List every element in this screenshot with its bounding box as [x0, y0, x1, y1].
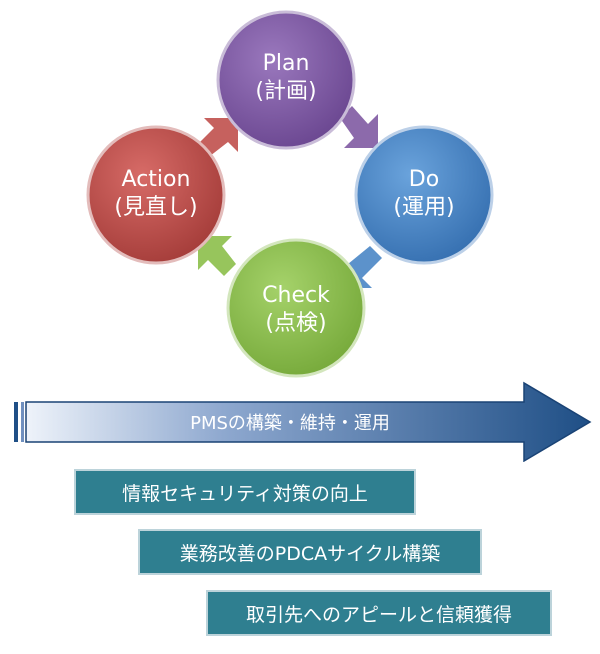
check-sublabel: (点検) — [265, 311, 326, 336]
action-label: Action — [122, 167, 191, 192]
check-label: Check — [262, 283, 330, 308]
action-sublabel: (見直し) — [114, 195, 197, 220]
pms-banner-arrow — [14, 381, 592, 462]
check-node: Check (点検) — [226, 238, 366, 378]
do-node: Do (運用) — [354, 125, 494, 265]
benefit-security: 情報セキュリティ対策の向上 — [74, 469, 416, 515]
action-node: Action (見直し) — [86, 125, 226, 265]
banner-label: PMSの構築・維持・運用 — [190, 413, 390, 434]
arrow-plan-to-do — [340, 106, 378, 148]
plan-node: Plan (計画) — [216, 10, 356, 150]
plan-sublabel: (計画) — [255, 79, 316, 104]
do-label: Do — [409, 167, 439, 192]
arrow-action-to-plan — [198, 118, 238, 156]
do-sublabel: (運用) — [393, 195, 454, 220]
plan-label: Plan — [263, 51, 310, 76]
arrow-check-to-action — [198, 236, 236, 276]
benefit-trust: 取引先へのアピールと信頼獲得 — [206, 590, 552, 636]
benefit-pdca-cycle: 業務改善のPDCAサイクル構築 — [138, 529, 482, 575]
pdca-cycle-diagram: Plan (計画) Do (運用) Check (点検) Action (見直し… — [86, 10, 494, 378]
